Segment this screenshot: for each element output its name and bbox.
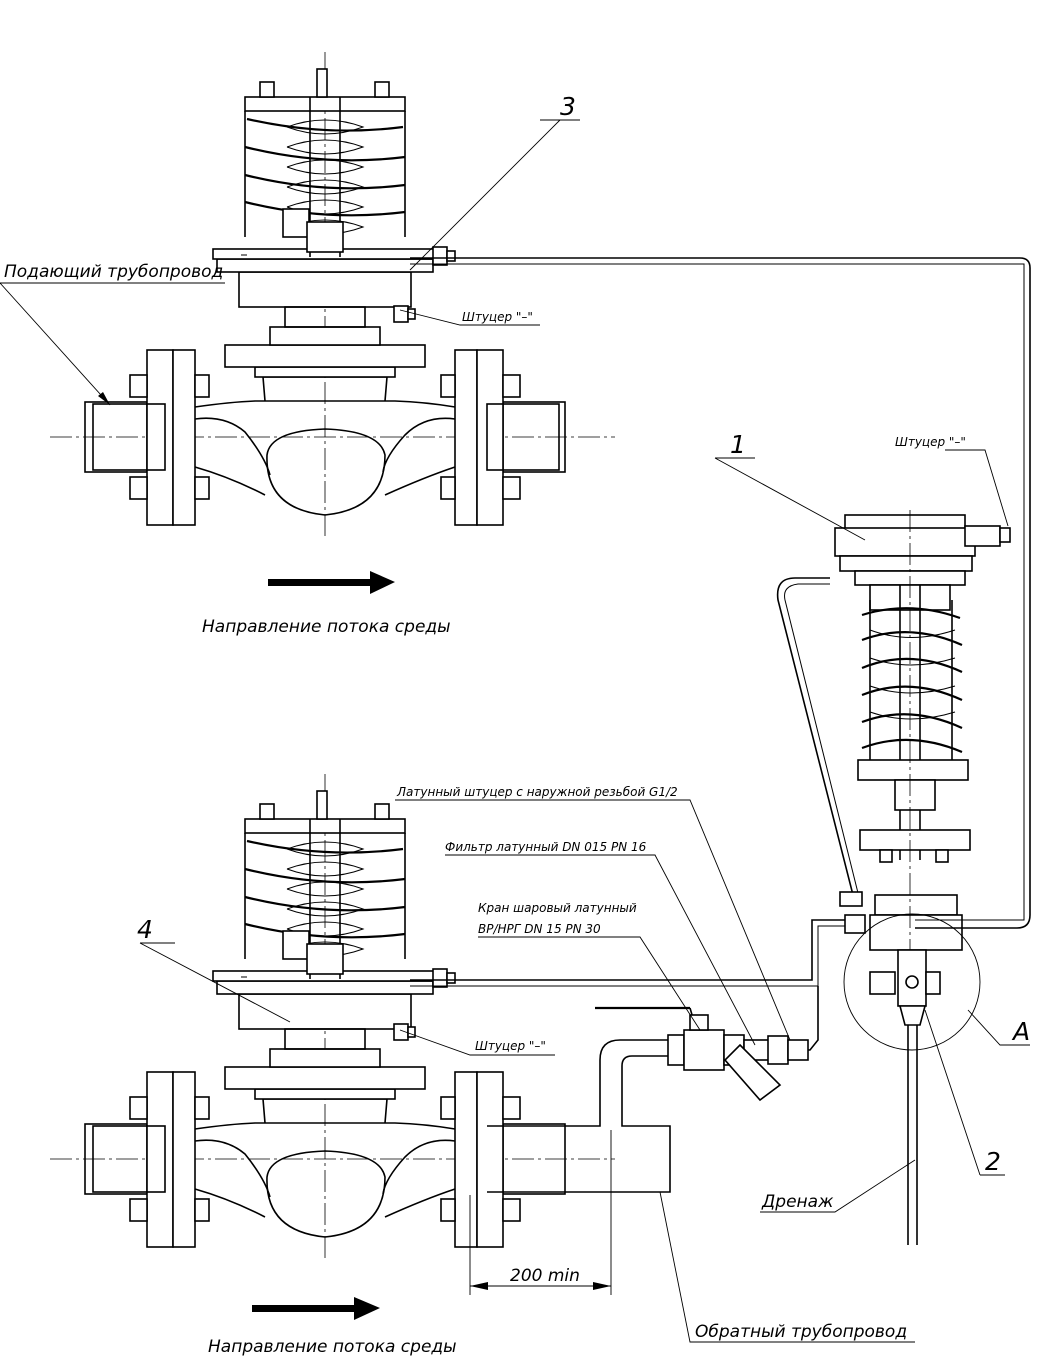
supply-control-valve [50, 52, 615, 537]
brass-fitting-label: Латунный штуцер с наружной резьбой G1/2 [396, 785, 678, 799]
flow-arrow-top [268, 571, 395, 594]
flow-direction-bottom-label: Направление потока среды [208, 1337, 457, 1357]
pressure-valve [834, 510, 1011, 1000]
dimension-200-min [469, 1130, 612, 1295]
detail-a-label: A [1011, 1017, 1030, 1046]
fitting-label-bottom: Штуцер "–" [475, 1039, 546, 1053]
supply-pipe-left [92, 403, 166, 471]
flow-arrow-bottom [252, 1297, 380, 1320]
ball-valve-label-line1: Кран шаровый латунный [478, 901, 637, 915]
return-pipe-label: Обратный трубопровод [695, 1322, 907, 1342]
flow-direction-top-label: Направление потока среды [202, 617, 451, 637]
item-number-1: 1 [730, 430, 746, 459]
fitting-label-right: Штуцер "–" [895, 435, 966, 449]
item-number-2: 2 [985, 1147, 1001, 1176]
fitting-label-top: Штуцер "–" [462, 310, 533, 324]
supply-pipe-right [486, 403, 560, 471]
return-pipe-left [92, 1125, 166, 1193]
item-number-3: 3 [560, 92, 576, 121]
return-pipe-right [487, 1039, 671, 1193]
ball-valve-filter-assembly [595, 1006, 809, 1102]
item-number-4: 4 [137, 915, 153, 944]
brass-filter-label: Фильтр латунный DN 015 PN 16 [445, 840, 647, 854]
detail-a-node [843, 913, 981, 1245]
ball-valve-label-line2: ВР/НРГ DN 15 PN 30 [478, 922, 601, 936]
supply-pipe-label: Подающий трубопровод [4, 262, 223, 282]
min-distance-label: 200 min [510, 1266, 580, 1286]
leader-lines [0, 119, 1030, 1343]
drain-label: Дренаж [761, 1192, 834, 1212]
